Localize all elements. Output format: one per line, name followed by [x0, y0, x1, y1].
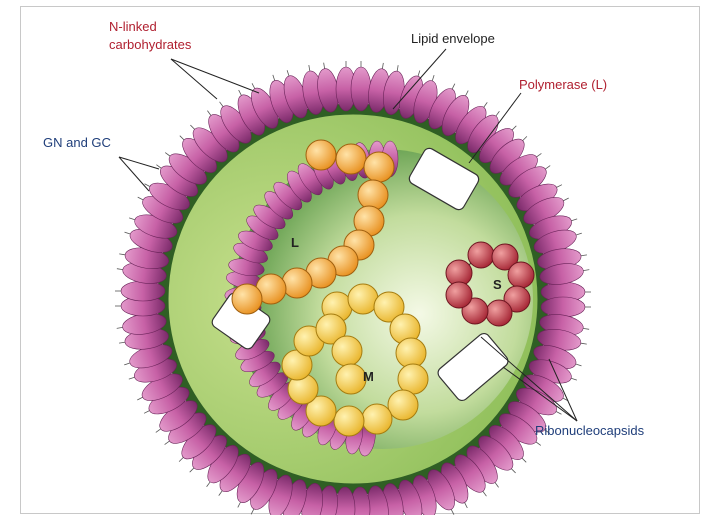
nucleoprotein-bead — [364, 152, 394, 182]
nucleoprotein-bead — [508, 262, 534, 288]
glycoprotein-spike — [115, 281, 165, 316]
n-linked-label: N-linked — [109, 19, 157, 34]
nucleoprotein-bead — [396, 338, 426, 368]
nucleoprotein-bead — [468, 242, 494, 268]
nucleoprotein-bead — [358, 180, 388, 210]
carbohydrates-label: carbohydrates — [109, 37, 192, 52]
ribonucleocapsids-label: Ribonucleocapsids — [535, 423, 645, 438]
nucleoprotein-bead — [398, 364, 428, 394]
segment-l-label: L — [291, 235, 299, 250]
glycoprotein-spike — [541, 282, 591, 317]
gn-gc-label: GN and GC — [43, 135, 111, 150]
segment-m-label: M — [363, 369, 374, 384]
nucleoprotein-bead — [282, 268, 312, 298]
figure-frame: N-linked carbohydrates Lipid envelope Po… — [20, 6, 700, 514]
segment-s-label: S — [493, 277, 502, 292]
nucleoprotein-bead — [232, 284, 262, 314]
nucleoprotein-bead — [336, 364, 366, 394]
nucleoprotein-bead — [332, 336, 362, 366]
lipid-envelope-label: Lipid envelope — [411, 31, 495, 46]
polymerase-label: Polymerase (L) — [519, 77, 607, 92]
nucleoprotein-bead — [306, 140, 336, 170]
glycoprotein-spike — [336, 61, 371, 111]
nucleoprotein-bead — [446, 282, 472, 308]
virion-diagram: N-linked carbohydrates Lipid envelope Po… — [21, 7, 701, 515]
nucleoprotein-bead — [334, 406, 364, 436]
nucleoprotein-bead — [362, 404, 392, 434]
nucleoprotein-bead — [336, 144, 366, 174]
nucleoprotein-bead — [348, 284, 378, 314]
nucleoprotein-bead — [486, 300, 512, 326]
nucleoprotein-bead — [388, 390, 418, 420]
